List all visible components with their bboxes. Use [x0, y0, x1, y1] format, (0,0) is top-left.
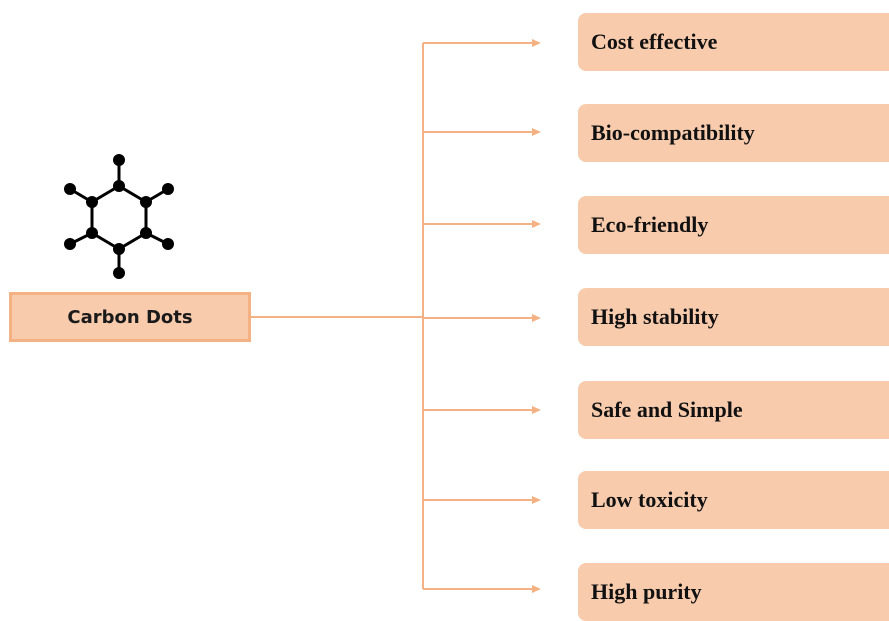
- feature-node-6: Low toxicity: [578, 471, 889, 529]
- feature-label: Safe and Simple: [591, 397, 743, 422]
- arrowhead-icon: [532, 585, 541, 593]
- arrowhead-icon: [532, 39, 541, 47]
- feature-label: High purity: [591, 579, 702, 604]
- root-node-carbon-dots: Carbon Dots: [9, 292, 251, 342]
- arrowhead-icon: [532, 406, 541, 414]
- arrowhead-icon: [532, 314, 541, 322]
- feature-node-4: High stability: [578, 288, 889, 346]
- arrowhead-icon: [532, 220, 541, 228]
- arrowhead-icon: [532, 496, 541, 504]
- feature-label: Bio-compatibility: [591, 120, 755, 145]
- feature-node-2: Bio-compatibility: [578, 104, 889, 162]
- root-node-label: Carbon Dots: [67, 306, 193, 328]
- feature-node-5: Safe and Simple: [578, 381, 889, 439]
- feature-label: Low toxicity: [591, 487, 708, 512]
- feature-node-7: High purity: [578, 563, 889, 621]
- feature-label: Cost effective: [591, 29, 718, 54]
- feature-label: Eco-friendly: [591, 212, 709, 237]
- feature-node-1: Cost effective: [578, 13, 889, 71]
- feature-label: High stability: [591, 304, 719, 329]
- feature-node-3: Eco-friendly: [578, 196, 889, 254]
- arrowhead-icon: [532, 128, 541, 136]
